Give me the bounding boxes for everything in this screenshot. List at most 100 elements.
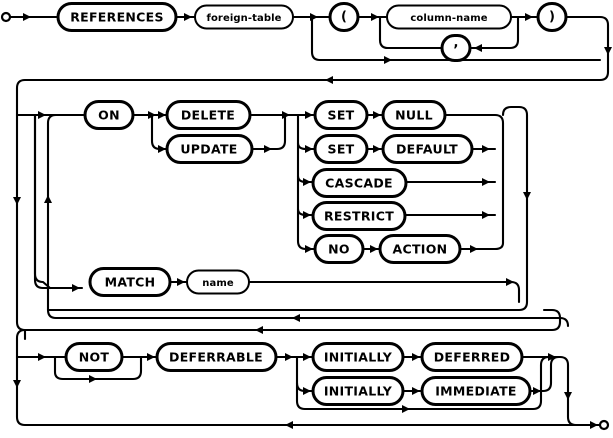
node-no: NO xyxy=(313,234,365,264)
node-initially-deferred-label: INITIALLY xyxy=(324,350,393,365)
arrow-no-to-action-icon xyxy=(370,245,378,253)
node-match: MATCH xyxy=(88,267,172,297)
track-comma-loop-right xyxy=(468,15,520,50)
node-update: UPDATE xyxy=(165,134,254,164)
node-action-label: ACTION xyxy=(393,242,448,257)
node-set-default-set: SET xyxy=(313,134,369,164)
arrow-action-collect-icon xyxy=(470,245,478,253)
arrow-immediate-collect-icon xyxy=(533,387,541,395)
arrow-sec2-entry-icon xyxy=(38,111,46,119)
arrow-to-rparen-icon xyxy=(525,13,533,21)
arrow-sec2-wrap-icon xyxy=(255,326,263,334)
arrow-to-column-name-icon xyxy=(371,13,379,21)
node-foreign-table: foreign-table xyxy=(194,4,294,30)
node-foreign-table-label: foreign-table xyxy=(207,13,282,24)
node-update-label: UPDATE xyxy=(180,142,237,157)
track-fork-to-match xyxy=(33,113,45,290)
node-on: ON xyxy=(83,100,135,130)
arrow-to-cascade-icon xyxy=(303,178,311,186)
arrow-into-initially-deferred-icon xyxy=(303,353,311,361)
track-skip-collect xyxy=(408,355,551,411)
arrow-start-icon xyxy=(23,13,31,21)
node-immediate: IMMEDIATE xyxy=(420,376,532,406)
node-default-label: DEFAULT xyxy=(396,142,458,157)
arrow-sec2-return-down-icon xyxy=(523,192,531,200)
track-update-merge xyxy=(250,113,287,151)
arrow-default-collect-icon xyxy=(482,145,490,153)
node-deferred: DEFERRED xyxy=(420,342,524,372)
node-column-name: column-name xyxy=(386,4,512,30)
arrow-comma-loop-icon xyxy=(474,44,482,52)
arrow-sec3-exit-down-icon xyxy=(564,392,572,400)
node-immediate-label: IMMEDIATE xyxy=(435,384,517,399)
node-name-label: name xyxy=(202,278,234,289)
node-references: REFERENCES xyxy=(56,2,178,32)
node-restrict-label: RESTRICT xyxy=(324,209,394,224)
track-sec2-return-outer xyxy=(46,105,529,312)
node-name: name xyxy=(186,269,250,295)
node-cascade: CASCADE xyxy=(311,168,408,198)
track-split-to-update xyxy=(150,113,169,151)
arrow-bottom-rail-icon xyxy=(285,421,293,429)
node-rparen: ) xyxy=(536,2,568,32)
arrow-sec2-loopback-up-icon xyxy=(44,195,52,203)
node-not: NOT xyxy=(64,342,124,372)
arrow-set-to-null-icon xyxy=(373,111,381,119)
node-comma-shape xyxy=(440,34,472,62)
node-initially-deferred: INITIALLY xyxy=(311,342,405,372)
node-null: NULL xyxy=(381,100,447,130)
node-rparen-label: ) xyxy=(549,10,555,25)
node-deferred-label: DEFERRED xyxy=(434,350,511,365)
node-match-label: MATCH xyxy=(105,275,156,290)
arrow-set-to-default-icon xyxy=(373,145,381,153)
node-not-label: NOT xyxy=(79,350,110,365)
node-comma: , xyxy=(440,34,472,62)
track-sec2-wrap xyxy=(23,308,562,332)
track-not-bypass xyxy=(53,355,143,381)
track-sec3-bypass xyxy=(15,355,602,427)
arrow-deferrable-out-icon xyxy=(285,353,293,361)
track-row1-wrap xyxy=(15,15,610,108)
arrow-name-collect-icon xyxy=(506,278,514,286)
node-delete: DELETE xyxy=(165,100,252,130)
node-initially-immediate-label: INITIALLY xyxy=(324,384,393,399)
node-lparen-label: ( xyxy=(341,10,347,25)
node-lparen: ( xyxy=(328,2,360,32)
arrow-to-no-icon xyxy=(305,245,313,253)
track-sec3-left-down xyxy=(15,328,27,359)
end-endpoint-icon xyxy=(598,419,610,431)
arrow-initially-to-immediate-icon xyxy=(412,387,420,395)
arrow-deferred-collect-icon xyxy=(548,353,556,361)
node-on-label: ON xyxy=(98,108,120,123)
node-set-default-set-label: SET xyxy=(328,142,355,157)
node-initially-immediate: INITIALLY xyxy=(311,376,405,406)
arrow-to-restrict-icon xyxy=(303,211,311,219)
arrow-sec3-bypass-down-icon xyxy=(13,380,21,388)
arrow-update-merge-icon xyxy=(264,145,272,153)
node-default: DEFAULT xyxy=(381,134,474,164)
track-sec3-exit xyxy=(558,355,602,427)
arrow-row1-down-icon xyxy=(604,47,612,55)
arrow-match-to-name-icon xyxy=(177,278,185,286)
node-action: ACTION xyxy=(378,234,462,264)
arrow-sec3-entry-icon xyxy=(38,353,46,361)
node-delete-label: DELETE xyxy=(181,108,235,123)
arrow-restrict-collect-icon xyxy=(482,211,490,219)
arrow-to-set-default-icon xyxy=(305,145,313,153)
track-initially-skip xyxy=(295,355,412,411)
track-actions-collector xyxy=(443,113,505,251)
arrow-to-match-icon xyxy=(72,284,80,292)
arrow-into-set-null-icon xyxy=(305,111,313,119)
track-fork-to-match-curve xyxy=(33,113,52,290)
track-sec2-loopback-h xyxy=(46,308,562,320)
node-references-label: REFERENCES xyxy=(70,10,164,25)
arrow-paren-bypass-icon xyxy=(384,56,392,64)
track-sec2-loopback-up xyxy=(46,113,68,312)
arrow-to-foreign-table-icon xyxy=(184,13,192,21)
node-set-null-set-label: SET xyxy=(328,108,355,123)
arrow-to-deferrable-icon xyxy=(147,353,155,361)
arrow-initially-skip-icon xyxy=(402,405,410,413)
arrow-cascade-collect-icon xyxy=(482,178,490,186)
arrow-into-delete-icon xyxy=(158,111,166,119)
